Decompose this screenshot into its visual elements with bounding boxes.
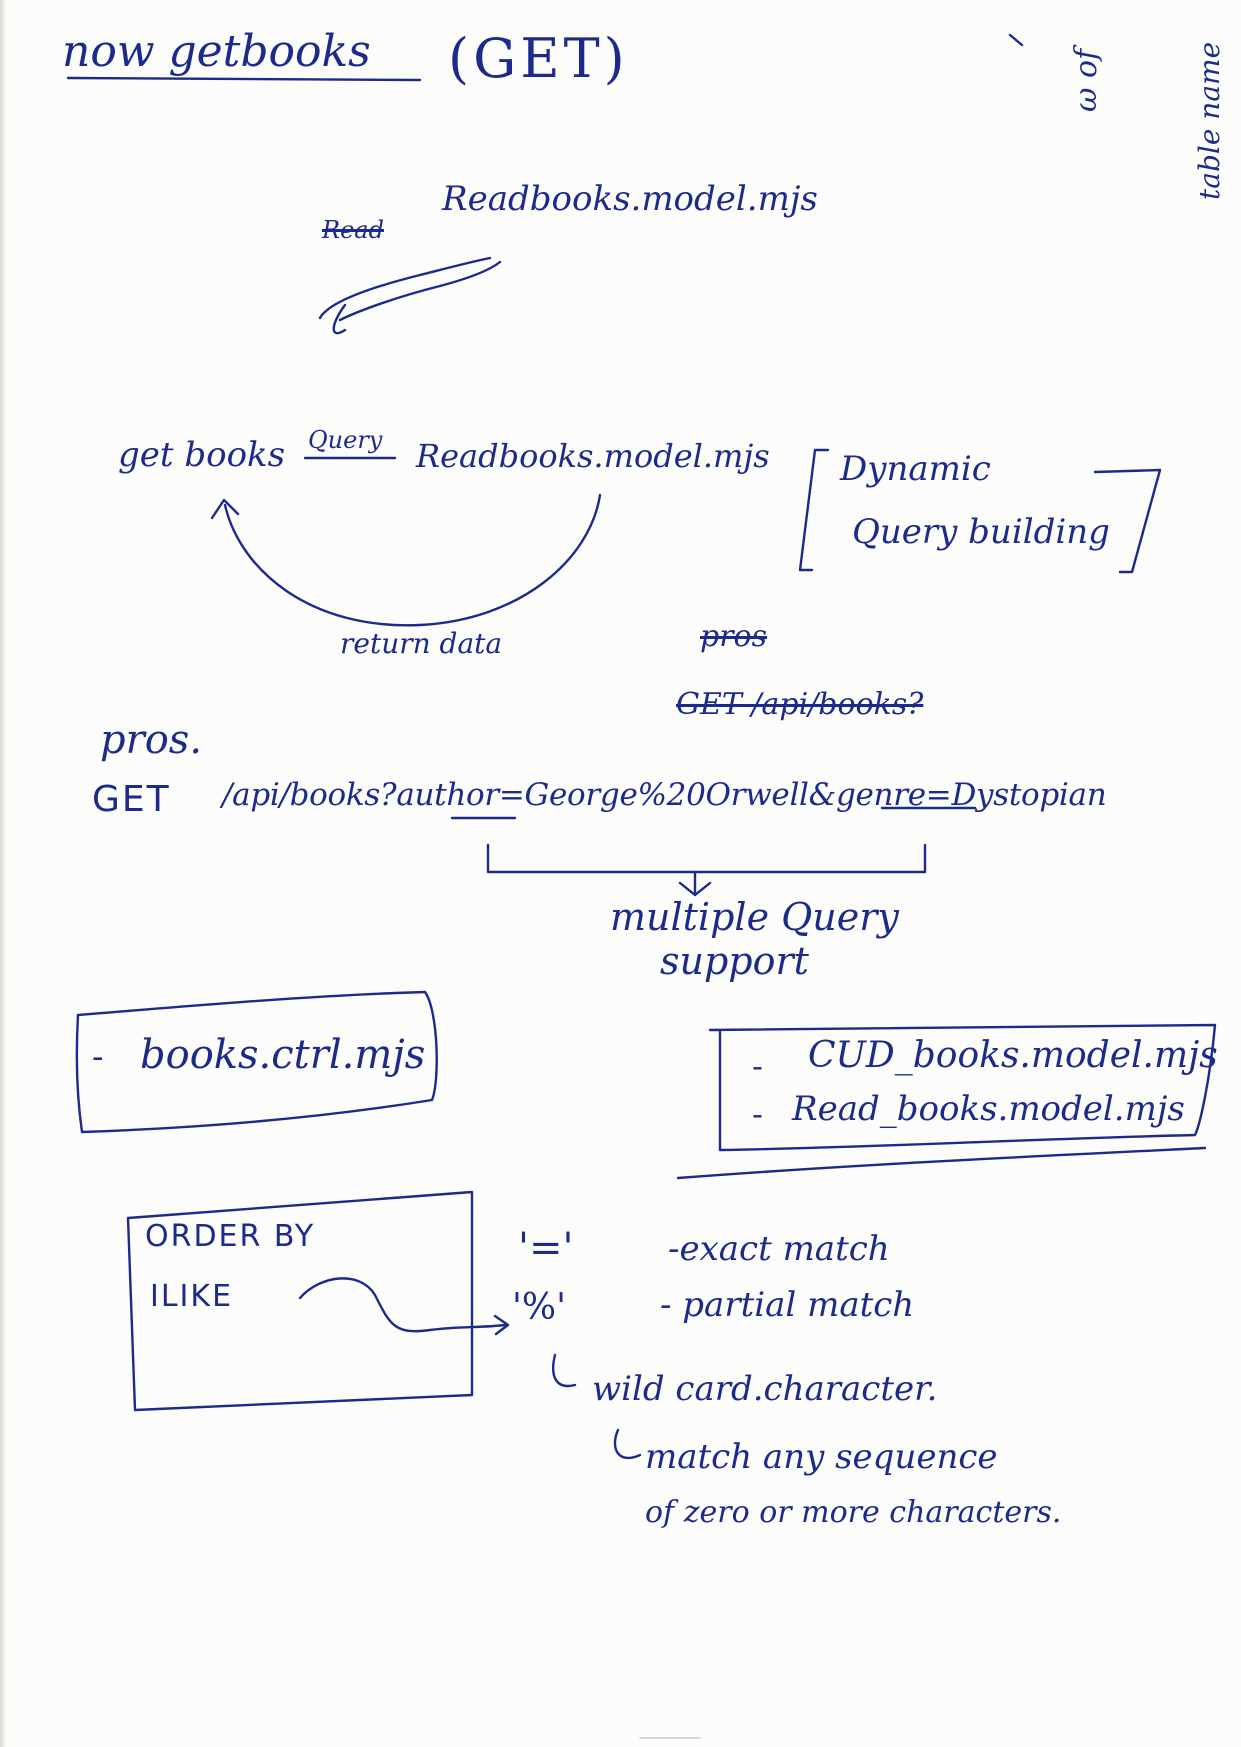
- return-arrow-head: [210, 498, 240, 520]
- sql-ilike: ILIKE: [150, 1279, 234, 1314]
- page-title: now getbooks: [62, 26, 371, 77]
- struck-word-read: Read: [322, 216, 384, 244]
- dynamic-query-line2: Query building: [852, 512, 1110, 552]
- models-box-item-bullet-1: -: [752, 1047, 763, 1085]
- query-bracket-arrow: [678, 881, 712, 897]
- models-box-item-2: Read_books.model.mjs: [792, 1089, 1185, 1129]
- return-data-arc: [223, 493, 602, 627]
- scribble-2: [338, 260, 502, 322]
- dynamic-query-line1: Dynamic: [840, 449, 991, 489]
- ilike-arrow-head: [493, 1314, 510, 1336]
- models-box-outline: [708, 1023, 1217, 1152]
- wildcard-hook: [552, 1353, 577, 1388]
- wildcard-text: wild card.character.: [592, 1369, 938, 1409]
- flow-return-data: return data: [340, 627, 503, 660]
- struck-get-url: GET /api/books?: [676, 687, 924, 722]
- dynamic-right-bracket: [1093, 468, 1162, 574]
- sequence-line2: of zero or more characters.: [645, 1495, 1062, 1530]
- models-box-item-1: CUD_books.model.mjs: [808, 1035, 1218, 1076]
- page-title-method: (GET): [448, 27, 629, 90]
- get-url-example: /api/books?author=George%20Orwell&genre=…: [222, 777, 1107, 813]
- page-edge-shadow: [0, 0, 6, 1747]
- multiple-query-line2: support: [660, 939, 809, 983]
- top-right-tick: [1008, 33, 1024, 47]
- sql-box-outline: [126, 1190, 474, 1412]
- partial-match-text: - partial match: [660, 1285, 915, 1325]
- get-method-label: GET: [92, 779, 171, 820]
- margin-note-omega-of: ω of: [1069, 48, 1104, 112]
- query-bracket: [486, 843, 927, 874]
- scribble-3: [332, 303, 347, 335]
- flow-query-label: Query: [308, 426, 383, 454]
- exact-match-text: -exact match: [668, 1229, 890, 1269]
- struck-word-pros: pros: [700, 619, 768, 654]
- flow-readbooks-model: Readbooks.model.mjs: [416, 437, 770, 475]
- models-box-item-bullet-2: -: [752, 1095, 763, 1133]
- multiple-query-line1: multiple Query: [610, 895, 899, 939]
- sql-order-by: ORDER BY: [145, 1219, 316, 1254]
- ctrl-box-outline: [75, 990, 438, 1134]
- flow-get-books: get books: [118, 435, 286, 475]
- margin-note-table-name: table name: [1193, 41, 1226, 200]
- pros-label: pros.: [100, 717, 203, 763]
- scribble-1: [318, 256, 492, 320]
- title-underline: [66, 76, 422, 82]
- partial-match-symbol: '%': [512, 1287, 566, 1328]
- ctrl-box-file: books.ctrl.mjs: [140, 1032, 426, 1078]
- sequence-hook: [613, 1428, 642, 1460]
- models-box-underline: [676, 1146, 1207, 1180]
- readbooks-model-heading: Readbooks.model.mjs: [442, 179, 818, 219]
- exact-match-symbol: '=': [518, 1225, 574, 1271]
- dynamic-left-bracket: [798, 448, 830, 572]
- ilike-wave-arrow: [298, 1277, 507, 1333]
- sequence-line1: match any sequence: [645, 1437, 998, 1477]
- ctrl-box-bullet: -: [92, 1037, 104, 1077]
